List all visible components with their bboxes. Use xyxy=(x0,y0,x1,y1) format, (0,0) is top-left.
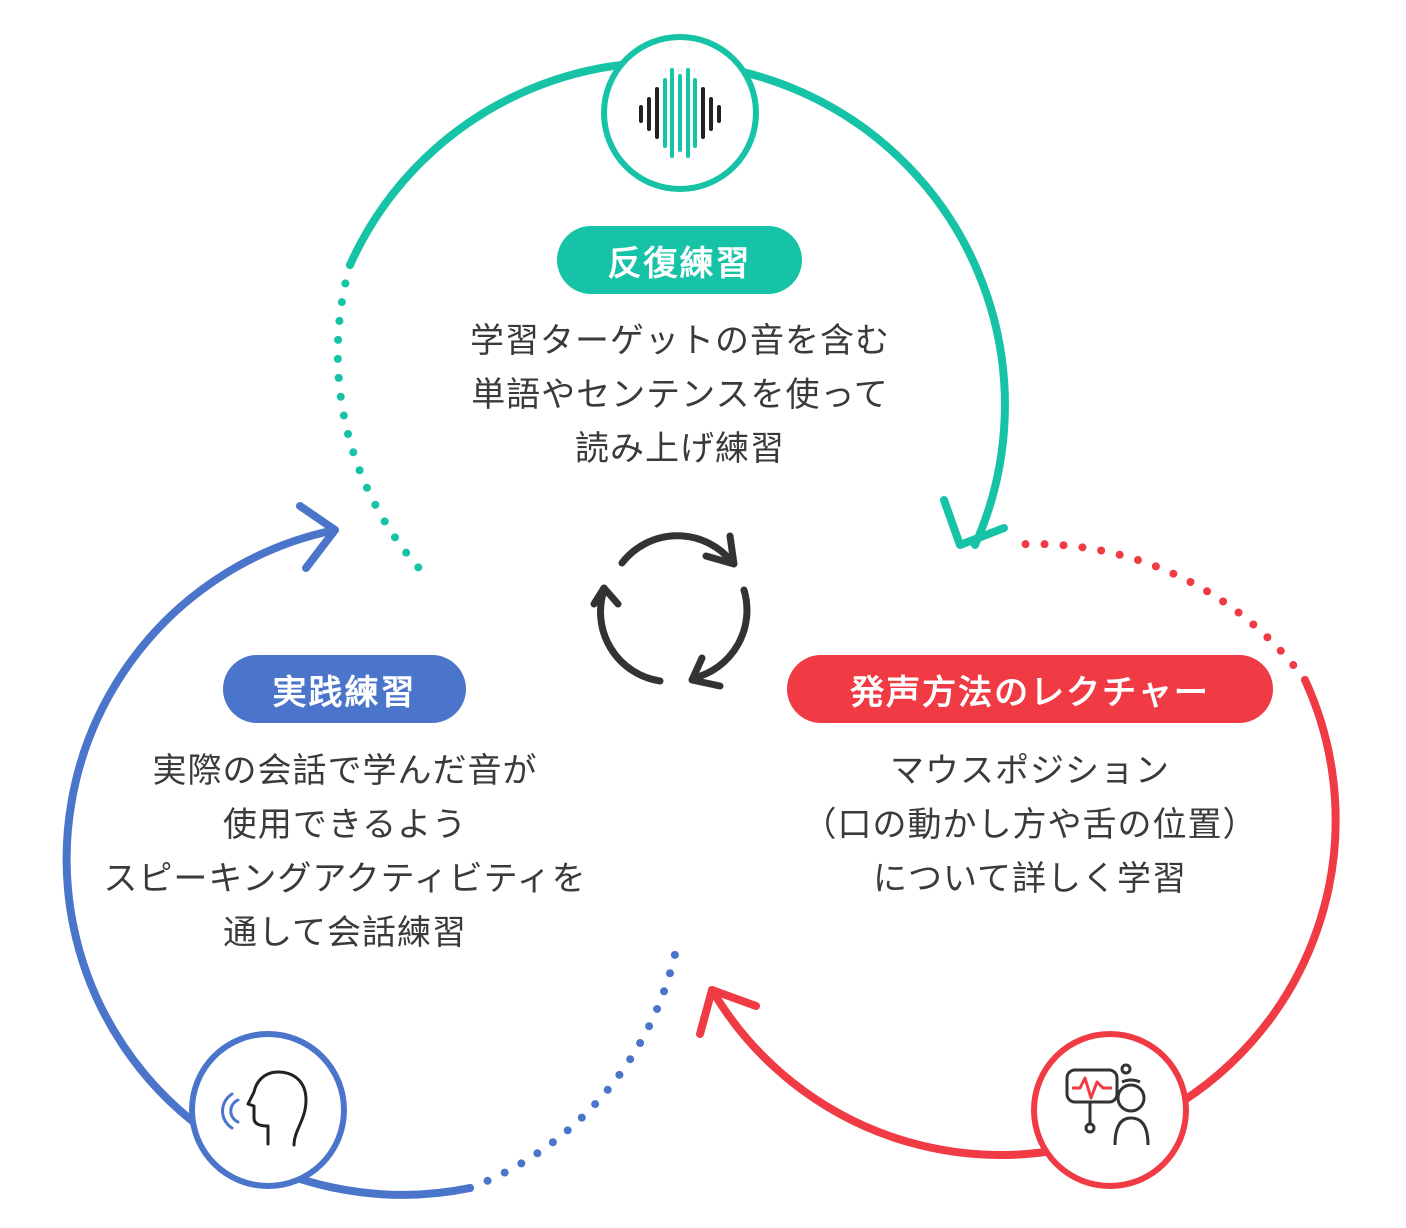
blue-loop xyxy=(62,502,682,1199)
description-line: スピーキングアクティビティを xyxy=(103,859,587,899)
description-line: について詳しく学習 xyxy=(873,859,1187,899)
teal-arrowhead xyxy=(940,496,1008,549)
description-line: 学習ターゲットの音を含む xyxy=(470,321,890,361)
lecture-speech-icon xyxy=(1031,1031,1189,1189)
teal-loop xyxy=(333,58,1009,584)
sound-wave-icon xyxy=(601,34,759,192)
description-line: 通して会話練習 xyxy=(223,913,467,953)
description-line: 読み上げ練習 xyxy=(575,429,785,469)
stage-title-repetition: 反復練習 xyxy=(557,226,802,294)
stage-title-practice: 実践練習 xyxy=(223,655,466,723)
description-line: （口の動かし方や舌の位置） xyxy=(802,805,1258,845)
speaking-head-icon xyxy=(189,1031,347,1189)
description-line: マウスポジション xyxy=(890,751,1170,791)
red-arrowhead xyxy=(696,986,760,1038)
stage-title-lecture: 発声方法のレクチャー xyxy=(787,655,1273,723)
stage-description-lecture: マウスポジション （口の動かし方や舌の位置） について詳しく学習 xyxy=(730,744,1330,906)
cycle-arrows-icon xyxy=(590,532,751,690)
blue-arrowhead xyxy=(296,502,339,572)
description-line: 使用できるよう xyxy=(222,805,468,845)
stage-description-repetition: 学習ターゲットの音を含む 単語やセンテンスを使って 読み上げ練習 xyxy=(380,314,980,476)
description-line: 実際の会話で学んだ音が xyxy=(152,751,538,791)
description-line: 単語やセンテンスを使って xyxy=(471,375,889,415)
stage-description-practice: 実際の会話で学んだ音が 使用できるよう スピーキングアクティビティを 通して会話… xyxy=(45,744,645,960)
